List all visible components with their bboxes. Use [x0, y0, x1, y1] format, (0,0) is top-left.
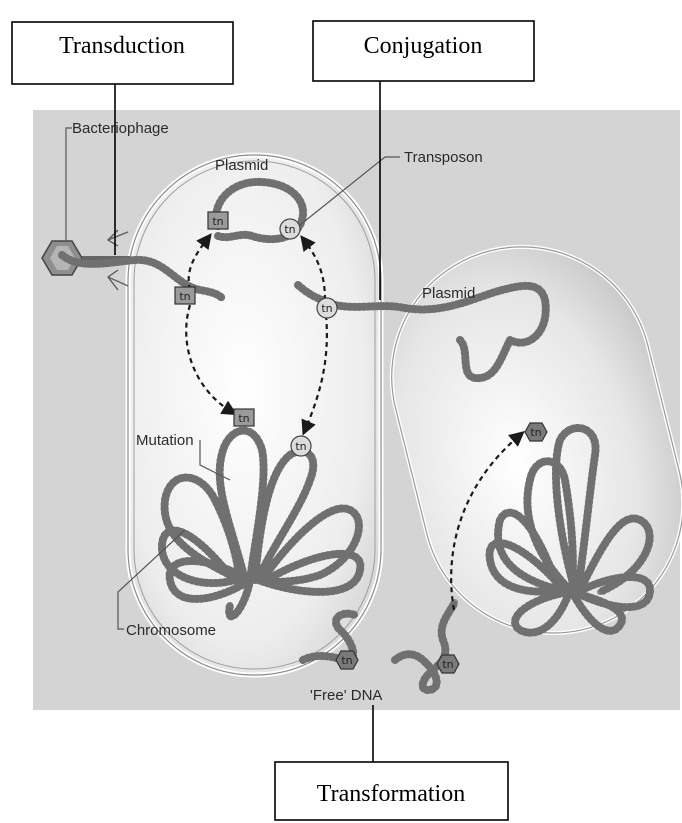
tn-marker-conjugation-circle: tn	[317, 298, 337, 318]
tn-marker-free-dna-2: tn	[437, 655, 459, 673]
svg-text:tn: tn	[238, 412, 249, 425]
svg-text:tn: tn	[179, 290, 190, 303]
tn-marker-chromosome-circle: tn	[291, 436, 311, 456]
bacteriophage-label: Bacteriophage	[72, 120, 169, 137]
mutation-label: Mutation	[136, 432, 194, 449]
tn-marker-free-dna-1: tn	[336, 651, 358, 669]
transduction-title: Transduction	[59, 33, 185, 59]
svg-text:tn: tn	[341, 654, 352, 667]
svg-text:tn: tn	[442, 658, 453, 671]
plasmid-label-right: Plasmid	[422, 285, 475, 302]
free-dna-label: 'Free' DNA	[310, 687, 382, 704]
transduction-box: Transduction	[12, 22, 233, 84]
transformation-title: Transformation	[317, 781, 465, 807]
svg-text:tn: tn	[212, 215, 223, 228]
transformation-box: Transformation	[275, 762, 508, 820]
transposon-label: Transposon	[404, 149, 483, 166]
conjugation-box: Conjugation	[313, 21, 534, 81]
svg-text:tn: tn	[530, 426, 541, 439]
tn-marker-chromosome-square: tn	[234, 409, 254, 426]
svg-text:tn: tn	[321, 302, 332, 315]
svg-text:tn: tn	[284, 223, 295, 236]
tn-marker-recipient-hexagon: tn	[525, 423, 547, 441]
plasmid-label-left: Plasmid	[215, 157, 268, 174]
tn-marker-phage-square: tn	[175, 287, 195, 304]
tn-marker-plasmid-square: tn	[208, 212, 228, 229]
tn-marker-plasmid-circle: tn	[280, 219, 300, 239]
conjugation-title: Conjugation	[364, 33, 483, 59]
chromosome-label: Chromosome	[126, 622, 216, 639]
svg-text:tn: tn	[295, 440, 306, 453]
